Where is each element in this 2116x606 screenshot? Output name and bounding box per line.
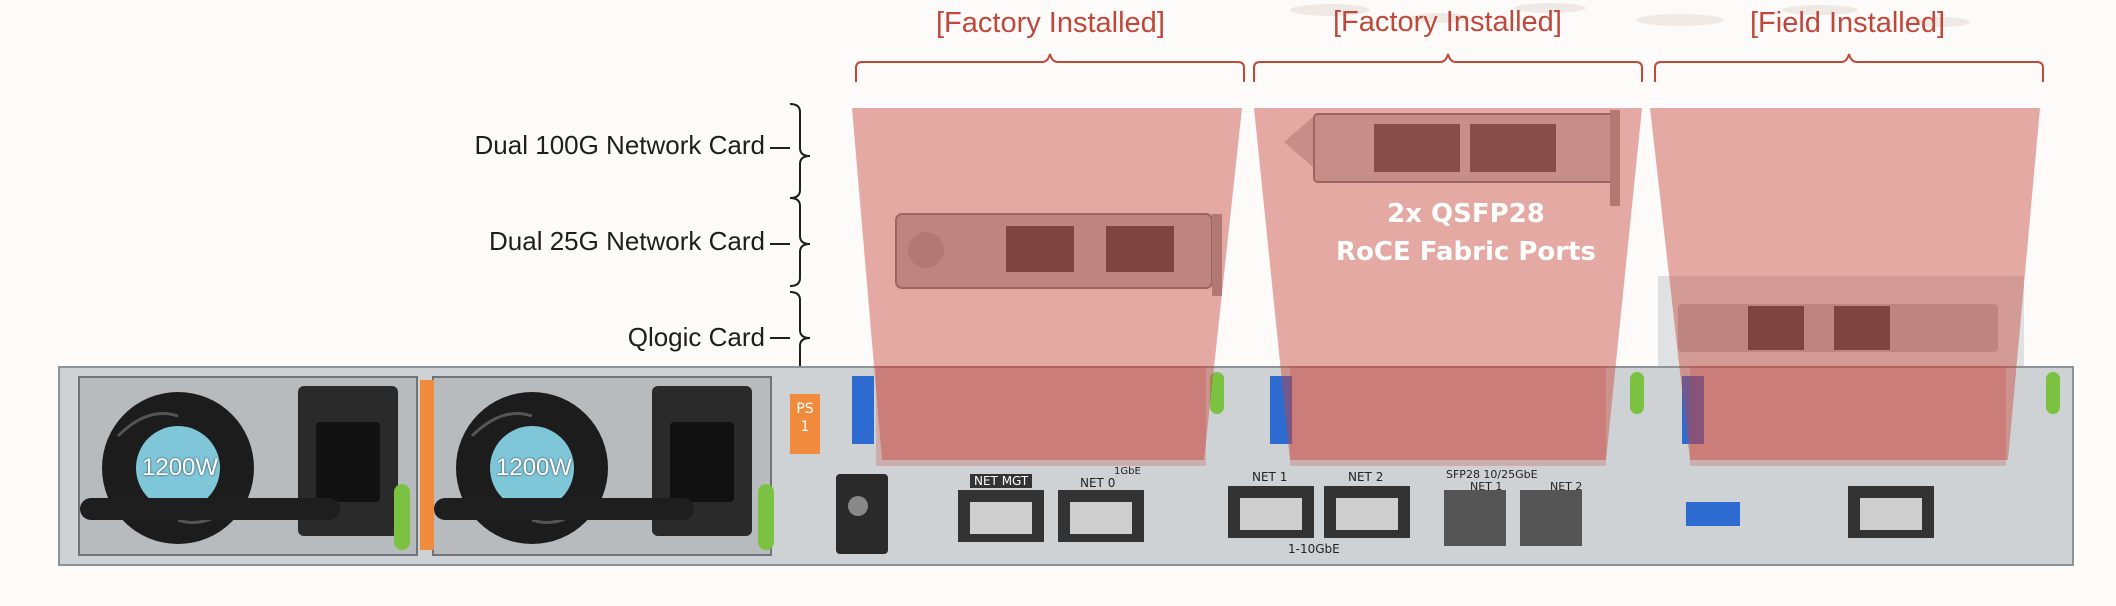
overlay-slot-2 bbox=[1254, 108, 1642, 460]
ps-tag: PS 1 bbox=[790, 394, 820, 454]
sfp-net2-label: NET 2 bbox=[1550, 480, 1583, 493]
net1-label: NET 1 bbox=[1252, 470, 1288, 484]
overlay-slot-1 bbox=[852, 108, 1242, 460]
psu-fan-hub-0 bbox=[136, 426, 220, 510]
net-speed-label: 1-10GbE bbox=[1288, 542, 1340, 556]
net2-label: NET 2 bbox=[1348, 470, 1384, 484]
row-label-qlogic: Qlogic Card bbox=[627, 322, 765, 352]
pcie-tag-3 bbox=[1682, 376, 1704, 444]
row-bracket-2 bbox=[789, 197, 811, 287]
fabric-line-1: 2x QSFP28 bbox=[1387, 199, 1545, 229]
row-label-100g: Dual 100G Network Card bbox=[474, 130, 765, 160]
psu-fan-hub-1 bbox=[490, 426, 574, 510]
pcie-tag-1 bbox=[852, 376, 874, 444]
sfp-group-label: SFP28 10/25GbE bbox=[1446, 468, 1538, 481]
row-bracket-1 bbox=[789, 103, 811, 199]
field-installed-label: [Field Installed] bbox=[1750, 7, 1946, 39]
psu-label-0: 1200W bbox=[142, 454, 219, 481]
sfp-net1-port bbox=[1444, 490, 1506, 546]
usb-port bbox=[1686, 502, 1740, 526]
pcie-tag-2 bbox=[1270, 376, 1292, 444]
factory-installed-label-2: [Factory Installed] bbox=[1333, 6, 1562, 38]
net-mgt-label: NET MGT bbox=[970, 474, 1033, 488]
overlay-slot-3 bbox=[1650, 108, 2040, 460]
psu-fans bbox=[80, 380, 774, 550]
bracket-3 bbox=[1654, 53, 2044, 82]
sfp-net1-label: NET 1 bbox=[1470, 480, 1503, 493]
bracket-2 bbox=[1253, 53, 1643, 82]
psu-label-1: 1200W bbox=[496, 454, 573, 481]
pcie-slots bbox=[852, 372, 2060, 444]
bracket-1 bbox=[855, 53, 1245, 82]
qlogic-card bbox=[1658, 276, 2024, 366]
dual-25g-card bbox=[895, 213, 1222, 296]
dual-100g-card bbox=[1284, 110, 1620, 206]
net0-label: NET 0 bbox=[1080, 476, 1116, 490]
background-pattern bbox=[1290, 3, 1970, 27]
sfp-net2-port bbox=[1520, 490, 1582, 546]
factory-installed-label-1: [Factory Installed] bbox=[936, 7, 1165, 39]
fabric-line-2: RoCE Fabric Ports bbox=[1335, 237, 1596, 267]
rear-io bbox=[836, 474, 1934, 554]
net0-speed-label: 1GbE bbox=[1114, 466, 1141, 477]
row-label-25g: Dual 25G Network Card bbox=[489, 226, 765, 256]
